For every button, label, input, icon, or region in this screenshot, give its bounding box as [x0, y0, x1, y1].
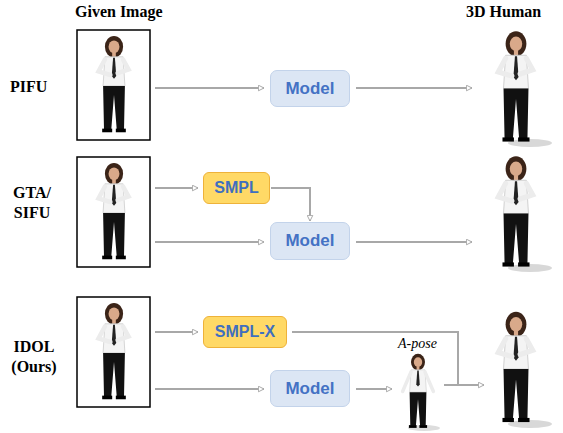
- output-human: [498, 31, 552, 147]
- input-image: [77, 30, 150, 140]
- connector-arrow: [271, 188, 310, 221]
- output-human: [498, 312, 552, 428]
- model-box: Model: [270, 222, 350, 260]
- box-label: SMPL: [214, 179, 258, 197]
- column-header: 3D Human: [466, 2, 541, 22]
- input-image: [77, 157, 150, 267]
- smpl-box: SMPL-X: [203, 316, 287, 348]
- model-box: Model: [270, 70, 350, 107]
- method-name: PIFU: [10, 77, 47, 97]
- pose-label: A-pose: [398, 335, 437, 353]
- a-pose-human: [403, 354, 440, 431]
- method-name: GTA/ SIFU: [6, 183, 58, 223]
- box-label: Model: [285, 231, 334, 251]
- flow-arrows: [155, 88, 484, 389]
- box-label: SMPL-X: [215, 323, 275, 341]
- column-header: Given Image: [75, 2, 163, 22]
- smpl-box: SMPL: [203, 172, 270, 204]
- method-name: IDOL (Ours): [4, 337, 64, 377]
- box-label: Model: [285, 79, 334, 99]
- box-label: Model: [285, 379, 334, 399]
- model-box: Model: [270, 370, 350, 407]
- input-image: [77, 297, 150, 407]
- output-human: [498, 156, 552, 272]
